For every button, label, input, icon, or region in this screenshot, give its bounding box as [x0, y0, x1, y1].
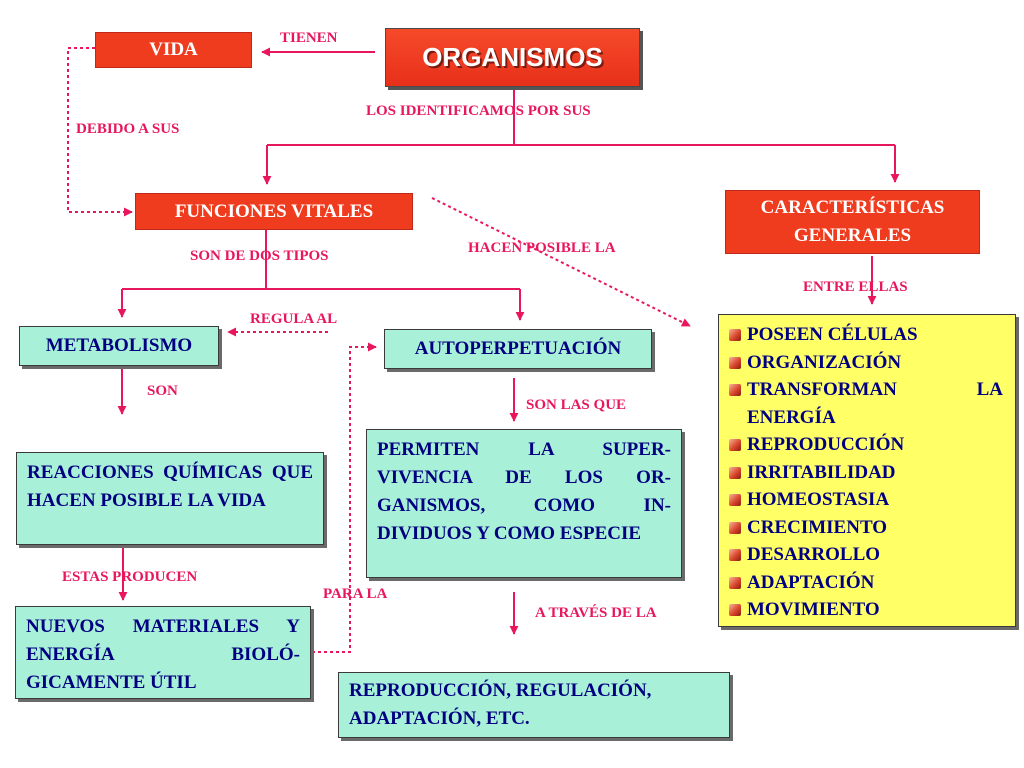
bullet-icon: [729, 466, 741, 479]
list-item: REPRODUCCIÓN: [729, 431, 1003, 459]
label-debido-a-sus: DEBIDO A SUS: [76, 121, 180, 137]
label-son-las-que: SON LAS QUE: [526, 397, 627, 413]
arrow-funciones-lista: [431, 197, 691, 327]
metabolismo-box: METABOLISMO: [19, 326, 219, 366]
list-item: HOMEOSTASIA: [729, 486, 1003, 514]
bullet-icon: [729, 494, 741, 506]
label-regula-al: REGULA AL: [250, 311, 338, 327]
funciones-vitales-box: FUNCIONES VITALES: [135, 193, 413, 230]
list-item: MOVIMIENTO: [729, 596, 1003, 624]
permiten-supervivencia-text: PERMITEN LA SUPER- VIVENCIA DE LOS OR- G…: [377, 439, 671, 544]
bullet-icon: [729, 604, 741, 616]
label-a-traves-de-la: A TRAVÉS DE LA: [535, 605, 657, 621]
bullet-icon: [729, 384, 741, 396]
vida-label: VIDA: [149, 39, 198, 60]
list-item: IRRITABILIDAD: [729, 459, 1003, 487]
bullet-icon: [729, 549, 741, 561]
reproduccion-text: REPRODUCCIÓN, REGULACIÓN, ADAPTACIÓN, ET…: [349, 680, 652, 729]
caracteristicas-generales-box: CARACTERÍSTICAS GENERALES: [725, 190, 980, 254]
organismos-box: ORGANISMOS: [385, 28, 640, 87]
bullet-icon: [729, 521, 741, 534]
label-son: SON: [147, 383, 178, 399]
label-los-identificamos: LOS IDENTIFICAMOS POR SUS: [366, 103, 591, 119]
list-item: ORGANIZACIÓN: [729, 349, 1003, 377]
metabolismo-label: METABOLISMO: [45, 335, 193, 356]
bullet-icon: [729, 576, 741, 589]
label-hacen-posible: HACEN POSIBLE LA: [468, 240, 616, 256]
bullet-icon: [729, 329, 741, 341]
label-para-la: PARA LA: [323, 586, 388, 602]
label-estas-producen: ESTAS PRODUCEN: [62, 569, 198, 585]
funciones-vitales-label: FUNCIONES VITALES: [174, 200, 374, 222]
list-item: TRANSFORMAN LA ENERGÍA: [729, 376, 1003, 431]
reproduccion-box: REPRODUCCIÓN, REGULACIÓN, ADAPTACIÓN, ET…: [338, 672, 730, 738]
arrow-nuevos-autoper: [312, 342, 377, 653]
reacciones-quimicas-box: REACCIONES QUÍMICAS QUE HACEN POSIBLE LA…: [16, 452, 324, 545]
caracteristicas-line2: GENERALES: [793, 225, 912, 246]
nuevos-materiales-box: NUEVOS MATERIALES Y ENERGÍA BIOLÓ- GICAM…: [15, 606, 311, 699]
permiten-supervivencia-box: PERMITEN LA SUPER- VIVENCIA DE LOS OR- G…: [366, 429, 682, 578]
list-item: CRECIMIENTO: [729, 514, 1003, 542]
vida-box: VIDA: [95, 32, 252, 68]
arrow-vida-funciones: [67, 47, 133, 217]
caracteristicas-list-box: POSEEN CÉLULAS ORGANIZACIÓN TRANSFORMAN …: [718, 314, 1016, 627]
list-item: POSEEN CÉLULAS: [729, 321, 1003, 349]
nuevos-materiales-text: NUEVOS MATERIALES Y ENERGÍA BIOLÓ- GICAM…: [26, 616, 300, 693]
organismos-title: ORGANISMOS: [422, 42, 603, 72]
label-tienen: TIENEN: [280, 30, 338, 46]
label-entre-ellas: ENTRE ELLAS: [803, 279, 908, 295]
caracteristicas-line1: CARACTERÍSTICAS: [760, 197, 945, 218]
autoperpetuacion-box: AUTOPERPETUACIÓN: [384, 329, 652, 369]
list-item: ADAPTACIÓN: [729, 569, 1003, 597]
bullet-icon: [729, 356, 741, 369]
reacciones-quimicas-text: REACCIONES QUÍMICAS QUE HACEN POSIBLE LA…: [27, 462, 313, 511]
autoperpetuacion-label: AUTOPERPETUACIÓN: [414, 338, 622, 359]
list-item: DESARROLLO: [729, 541, 1003, 569]
label-son-de-dos-tipos: SON DE DOS TIPOS: [190, 248, 329, 264]
bullet-icon: [729, 439, 741, 451]
